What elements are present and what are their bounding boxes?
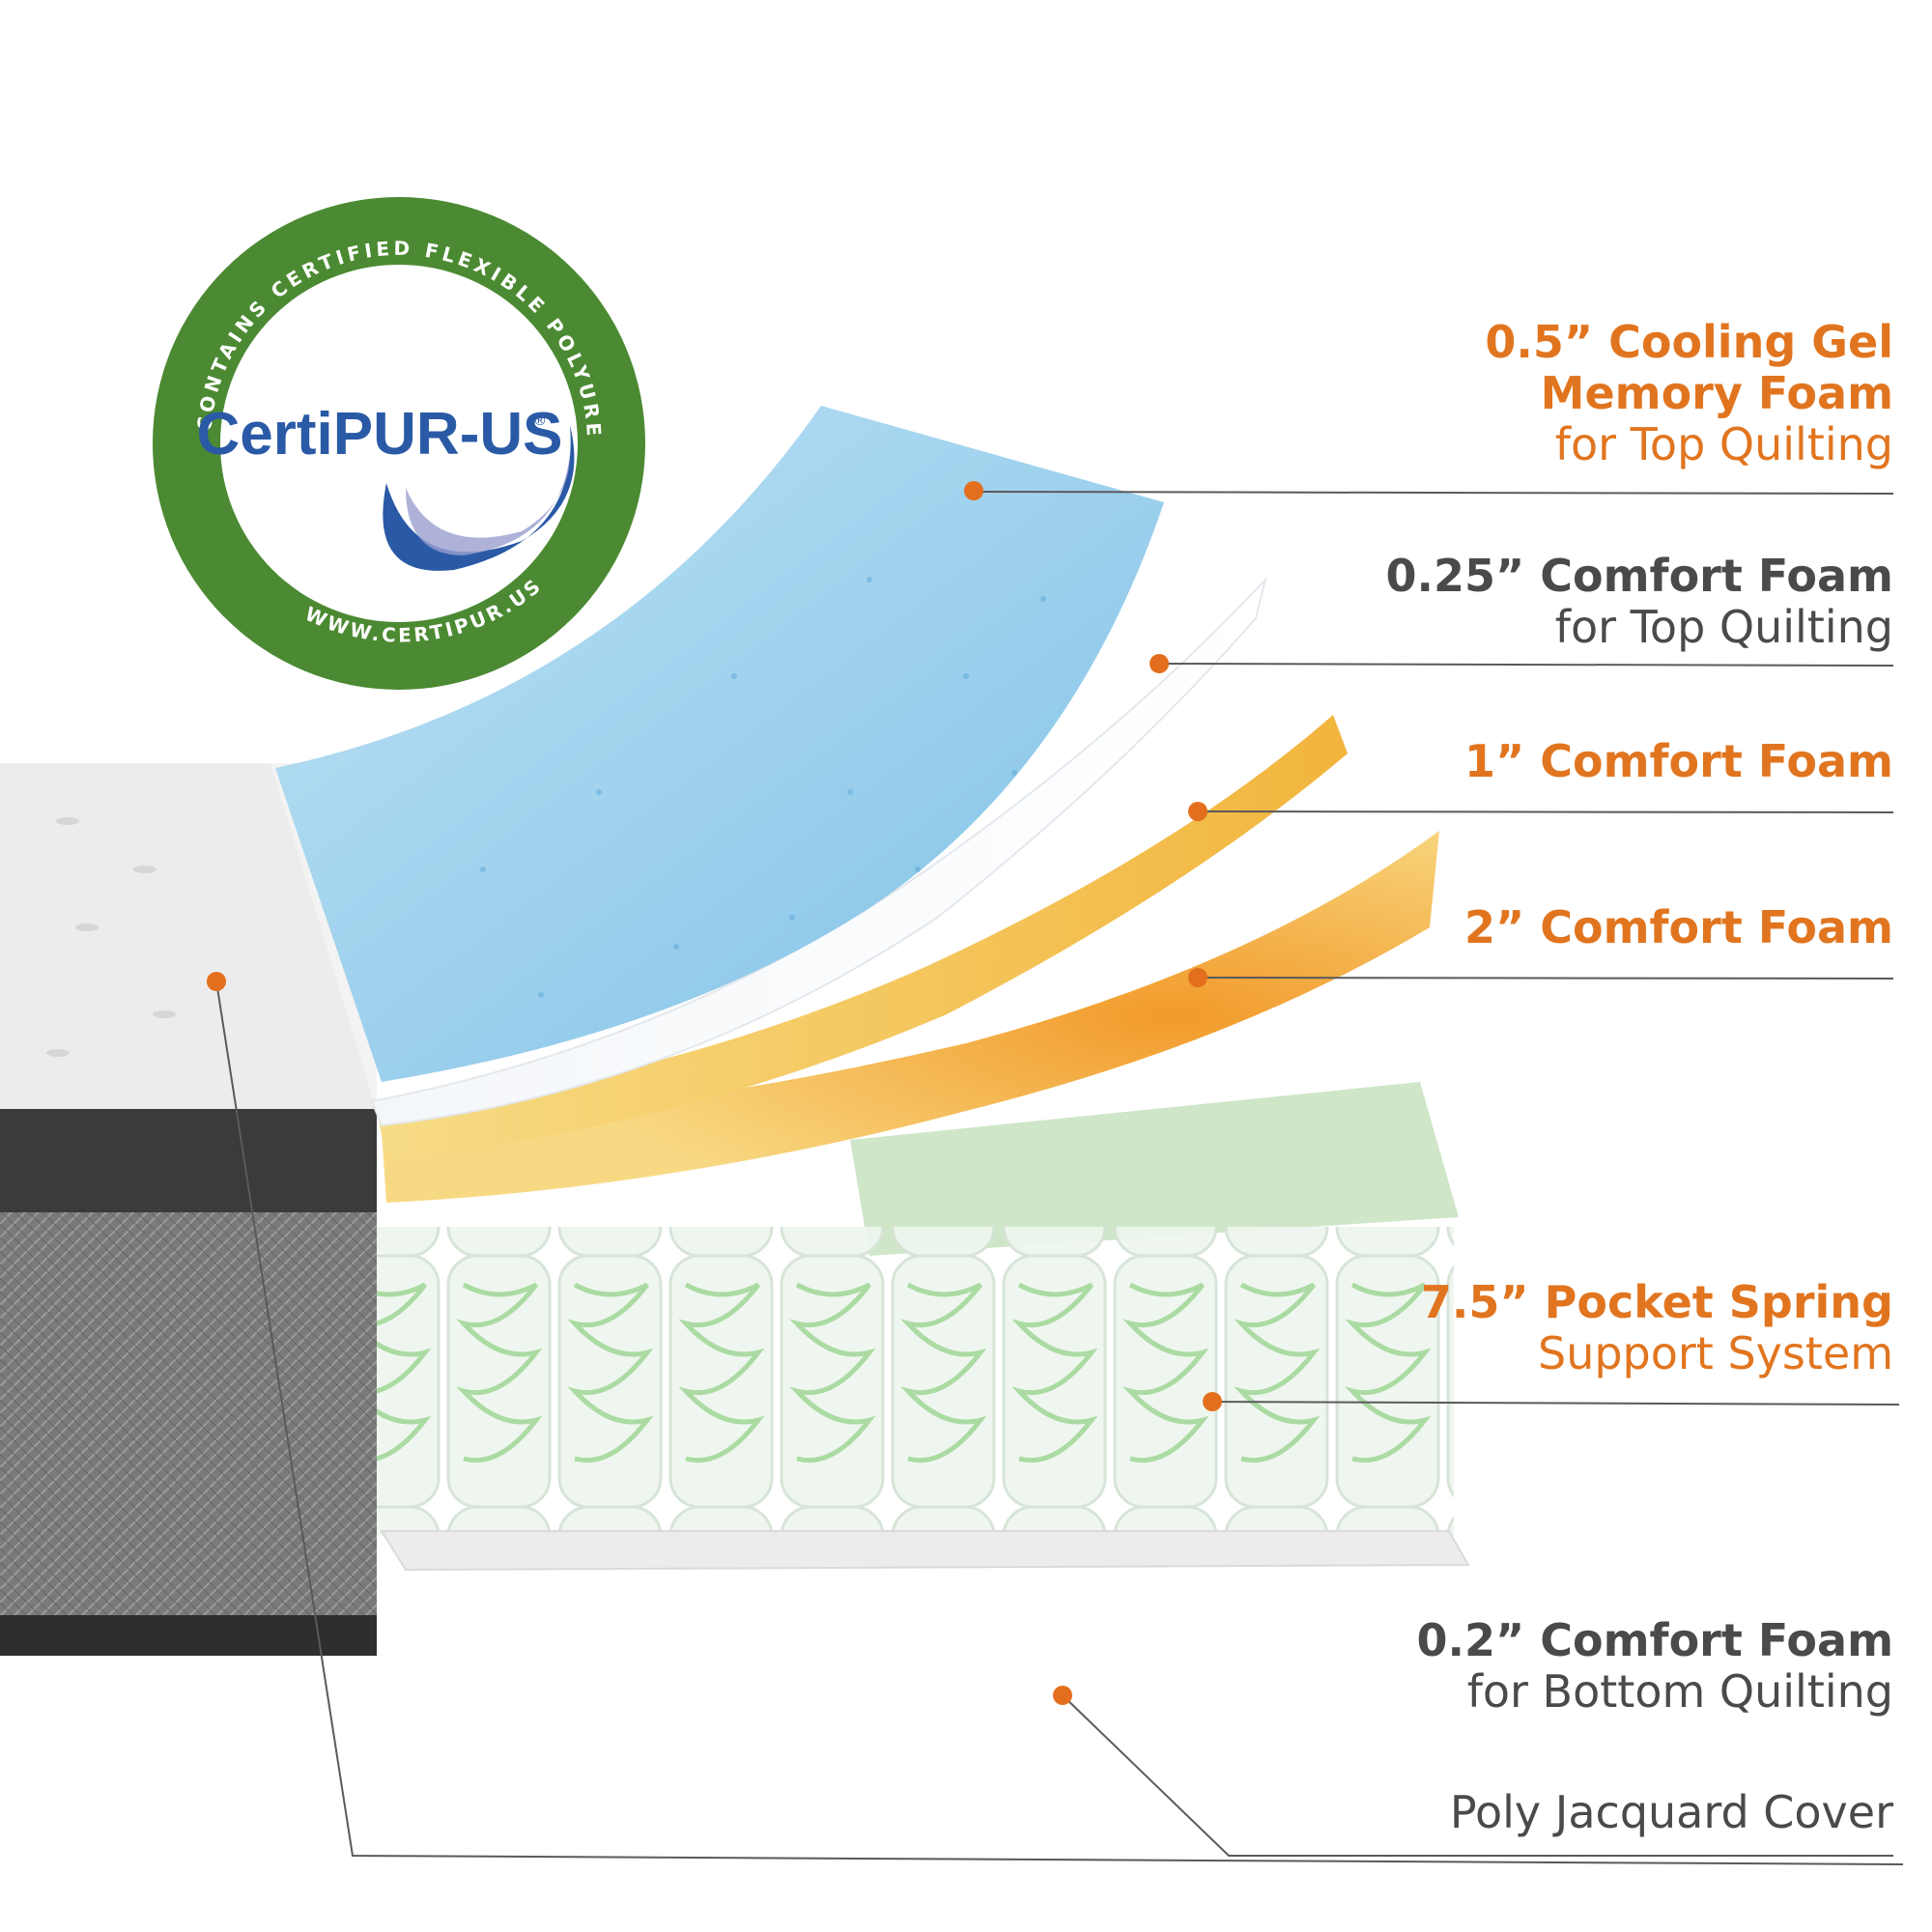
bottom-band — [0, 1615, 377, 1656]
label-gel: 0.5” Cooling Gel Memory Foam for Top Qui… — [1485, 317, 1893, 470]
label-gel-line2: Memory Foam — [1540, 366, 1893, 419]
marker-dot-gel — [964, 481, 983, 500]
comfort-foam-025in-layer — [370, 576, 1267, 1127]
marker-dot-spring — [1203, 1392, 1222, 1411]
gel-memory-foam-layer — [275, 406, 1164, 1082]
label-spring-line2: Support System — [1538, 1326, 1893, 1379]
badge-swoosh-light — [406, 454, 570, 555]
label-comfort2-line1: 2” Comfort Foam — [1464, 901, 1893, 953]
pocket-springs — [377, 1082, 1459, 1536]
label-comfort1: 1” Comfort Foam — [1464, 736, 1893, 787]
comfort-foam-1in-layer — [377, 715, 1348, 1159]
marker-dot-comfort02 — [1053, 1686, 1072, 1705]
label-gel-line3: for Top Quilting — [1554, 417, 1893, 470]
label-comfort2: 2” Comfort Foam — [1464, 902, 1893, 953]
badge-registered: ® — [533, 413, 547, 429]
marker-dot-cover — [207, 972, 226, 991]
label-comfort1-line1: 1” Comfort Foam — [1464, 735, 1893, 787]
badge-brand: CertiPUR-US — [197, 401, 563, 468]
label-cover-line1: Poly Jacquard Cover — [1449, 1786, 1893, 1838]
badge-center — [220, 265, 578, 622]
label-spring-line1: 7.5” Pocket Spring — [1420, 1276, 1893, 1328]
label-comfort025-line2: for Top Quilting — [1554, 600, 1893, 653]
jacquard-side — [0, 1212, 377, 1618]
gel-specks — [480, 577, 1046, 998]
label-comfort02-line2: for Bottom Quilting — [1466, 1664, 1893, 1718]
label-comfort02: 0.2” Comfort Foam for Bottom Quilting — [1417, 1615, 1893, 1718]
marker-dot-comfort2 — [1188, 968, 1208, 987]
quilted-top-edge — [0, 763, 377, 1111]
badge-swoosh — [383, 425, 575, 571]
label-comfort025: 0.25” Comfort Foam for Top Quilting — [1386, 551, 1893, 653]
label-spring: 7.5” Pocket Spring Support System — [1421, 1277, 1893, 1379]
label-comfort025-line1: 0.25” Comfort Foam — [1385, 550, 1893, 602]
certipur-badge: CONTAINS CERTIFIED FLEXIBLE POLYURETHANE… — [0, 0, 645, 690]
leader-lines — [215, 491, 1904, 1865]
label-gel-line1: 0.5” Cooling Gel — [1485, 316, 1893, 368]
marker-dot-comfort025 — [1150, 654, 1169, 673]
label-comfort02-line1: 0.2” Comfort Foam — [1416, 1614, 1893, 1666]
bottom-comfort-foam-layer — [380, 1530, 1470, 1572]
marker-dot-comfort1 — [1188, 802, 1208, 821]
dark-band — [0, 1109, 377, 1215]
label-cover: Poly Jacquard Cover — [1450, 1787, 1893, 1838]
tufts — [46, 817, 176, 1057]
